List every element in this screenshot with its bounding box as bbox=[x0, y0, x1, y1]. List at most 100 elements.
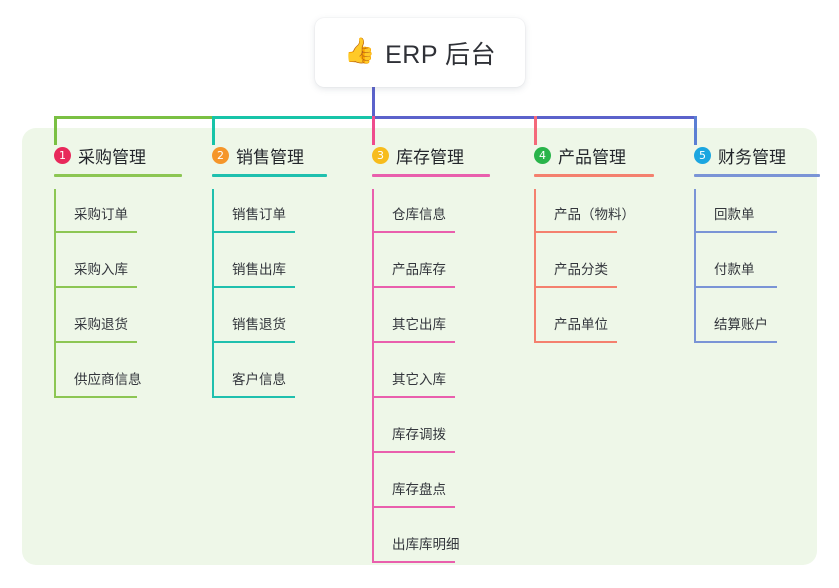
column-header-3[interactable]: 3 库存管理 bbox=[356, 141, 490, 177]
menu-item-underline bbox=[212, 396, 295, 398]
column-badge-4: 4 bbox=[534, 146, 551, 164]
menu-item[interactable]: 仓库信息 bbox=[356, 189, 464, 244]
connector-bar-teal bbox=[212, 116, 374, 119]
menu-item[interactable]: 销售订单 bbox=[196, 189, 304, 244]
menu-item-underline bbox=[372, 231, 455, 233]
column-badge-5: 5 bbox=[694, 146, 711, 164]
menu-item-underline bbox=[372, 506, 455, 508]
root-node-title: ERP 后台 bbox=[385, 40, 497, 69]
menu-item-label: 产品单位 bbox=[554, 317, 608, 332]
menu-item-label: 采购入库 bbox=[74, 262, 128, 277]
column-spine-4 bbox=[534, 189, 536, 343]
menu-item-label: 产品（物料） bbox=[554, 207, 635, 222]
column-title-2: 销售管理 bbox=[236, 147, 304, 167]
content-panel bbox=[22, 128, 817, 565]
menu-item-underline bbox=[212, 286, 295, 288]
column-underline-2 bbox=[212, 174, 327, 177]
menu-item-label: 销售出库 bbox=[232, 262, 286, 277]
connector-drop-3 bbox=[372, 116, 375, 145]
menu-item-underline bbox=[534, 231, 617, 233]
menu-item-label: 销售退货 bbox=[232, 317, 286, 332]
menu-item[interactable]: 采购退货 bbox=[38, 299, 146, 354]
column-header-5[interactable]: 5 财务管理 bbox=[678, 141, 820, 177]
connector-stem bbox=[372, 80, 375, 119]
menu-item-underline bbox=[372, 451, 455, 453]
column-badge-3: 3 bbox=[372, 146, 389, 164]
menu-item[interactable]: 产品分类 bbox=[518, 244, 626, 299]
column-underline-5 bbox=[694, 174, 820, 177]
column-badge-2: 2 bbox=[212, 146, 229, 164]
menu-item[interactable]: 回款单 bbox=[678, 189, 786, 244]
column-title-4: 产品管理 bbox=[558, 147, 626, 167]
menu-item-underline bbox=[54, 396, 137, 398]
menu-item-label: 出库库明细 bbox=[392, 537, 460, 552]
menu-item[interactable]: 供应商信息 bbox=[38, 354, 146, 409]
column-spine-2 bbox=[212, 189, 214, 398]
menu-item-label: 付款单 bbox=[714, 262, 755, 277]
menu-item-underline bbox=[372, 561, 455, 563]
menu-item[interactable]: 销售退货 bbox=[196, 299, 304, 354]
column-items-2: 销售订单销售出库销售退货客户信息 bbox=[196, 189, 304, 409]
menu-item[interactable]: 产品库存 bbox=[356, 244, 464, 299]
menu-item[interactable]: 产品单位 bbox=[518, 299, 626, 354]
column-header-2[interactable]: 2 销售管理 bbox=[196, 141, 327, 177]
menu-item-underline bbox=[54, 231, 137, 233]
column-title-5: 财务管理 bbox=[718, 147, 786, 167]
column-5: 5 财务管理回款单付款单结算账户 bbox=[678, 141, 820, 354]
connector-drop-4 bbox=[534, 116, 537, 145]
menu-item-underline bbox=[534, 341, 617, 343]
menu-item[interactable]: 销售出库 bbox=[196, 244, 304, 299]
menu-item-underline bbox=[372, 341, 455, 343]
menu-item[interactable]: 付款单 bbox=[678, 244, 786, 299]
menu-item-label: 回款单 bbox=[714, 207, 755, 222]
menu-item-label: 供应商信息 bbox=[74, 372, 142, 387]
connector-drop-1 bbox=[54, 116, 57, 145]
menu-item-underline bbox=[372, 286, 455, 288]
column-underline-1 bbox=[54, 174, 182, 177]
thumbs-up-icon: 👍 bbox=[343, 37, 376, 65]
column-spine-3 bbox=[372, 189, 374, 563]
column-items-5: 回款单付款单结算账户 bbox=[678, 189, 786, 354]
menu-item-underline bbox=[54, 286, 137, 288]
column-3: 3 库存管理仓库信息产品库存其它出库其它入库库存调拨库存盘点出库库明细 bbox=[356, 141, 490, 574]
menu-item-label: 客户信息 bbox=[232, 372, 286, 387]
connector-drop-5 bbox=[694, 116, 697, 145]
menu-item-label: 销售订单 bbox=[232, 207, 286, 222]
column-spine-1 bbox=[54, 189, 56, 398]
column-2: 2 销售管理销售订单销售出库销售退货客户信息 bbox=[196, 141, 327, 409]
column-spine-5 bbox=[694, 189, 696, 343]
menu-item[interactable]: 产品（物料） bbox=[518, 189, 635, 244]
menu-item-underline bbox=[54, 341, 137, 343]
column-header-4[interactable]: 4 产品管理 bbox=[518, 141, 654, 177]
menu-item[interactable]: 其它入库 bbox=[356, 354, 464, 409]
root-node-card[interactable]: 👍 ERP 后台 bbox=[315, 18, 525, 87]
menu-item-label: 库存调拨 bbox=[392, 427, 446, 442]
column-underline-3 bbox=[372, 174, 490, 177]
menu-item[interactable]: 库存盘点 bbox=[356, 464, 464, 519]
connector-drop-2 bbox=[212, 116, 215, 145]
menu-item-label: 产品库存 bbox=[392, 262, 446, 277]
menu-item-underline bbox=[694, 286, 777, 288]
menu-item[interactable]: 采购入库 bbox=[38, 244, 146, 299]
menu-item[interactable]: 采购订单 bbox=[38, 189, 146, 244]
menu-item[interactable]: 库存调拨 bbox=[356, 409, 464, 464]
menu-item[interactable]: 结算账户 bbox=[678, 299, 786, 354]
menu-item-label: 库存盘点 bbox=[392, 482, 446, 497]
menu-item-label: 采购订单 bbox=[74, 207, 128, 222]
menu-item[interactable]: 出库库明细 bbox=[356, 519, 464, 574]
menu-item[interactable]: 客户信息 bbox=[196, 354, 304, 409]
menu-item[interactable]: 其它出库 bbox=[356, 299, 464, 354]
menu-item-label: 采购退货 bbox=[74, 317, 128, 332]
menu-item-label: 其它出库 bbox=[392, 317, 446, 332]
menu-item-underline bbox=[372, 396, 455, 398]
column-underline-4 bbox=[534, 174, 654, 177]
column-items-3: 仓库信息产品库存其它出库其它入库库存调拨库存盘点出库库明细 bbox=[356, 189, 464, 574]
column-title-3: 库存管理 bbox=[396, 147, 464, 167]
menu-item-label: 结算账户 bbox=[714, 317, 768, 332]
menu-item-underline bbox=[212, 231, 295, 233]
menu-item-underline bbox=[534, 286, 617, 288]
menu-item-underline bbox=[212, 341, 295, 343]
